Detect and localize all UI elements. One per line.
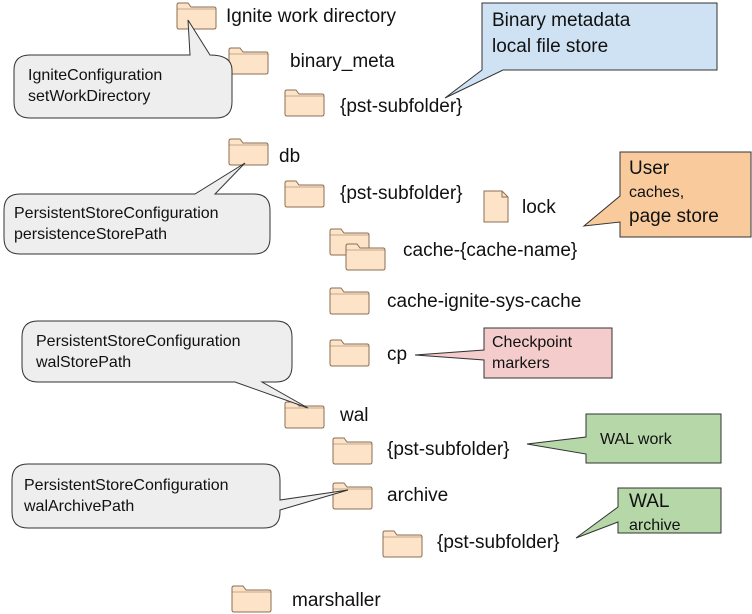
folder-label-db-pst: {pst-subfolder} [340, 183, 463, 204]
file-label-lock: lock [522, 197, 556, 218]
folder-label-cache-name: cache-{cache-name} [403, 240, 578, 261]
folder-label-wal-pst: {pst-subfolder} [387, 439, 510, 460]
folder-icon [284, 89, 325, 117]
callout-work-dir-text: IgniteConfiguration setWorkDirectory [28, 67, 163, 105]
callout-wal-archive [11, 463, 349, 529]
callout-checkpoint [414, 327, 613, 379]
callout-checkpoint-text: Checkpoint markers [492, 334, 573, 372]
callout-user-caches [582, 151, 752, 238]
folder-icon [332, 437, 373, 465]
callout-wal-work [526, 413, 722, 464]
folder-label-work-dir: Ignite work directory [226, 6, 397, 27]
folder-label-wal: wal [340, 405, 369, 426]
folder-icon [228, 138, 269, 166]
folder-label-archive-pst: {pst-subfolder} [437, 532, 560, 553]
callout-wal-work-text: WAL work [600, 431, 672, 448]
folder-label-binary-meta-pst: {pst-subfolder} [340, 96, 463, 117]
folder-icon [345, 243, 386, 271]
callout-wal-archive-store-text: WAL archive [629, 491, 681, 534]
folder-label-cache-sys: cache-ignite-sys-cache [387, 291, 582, 312]
callout-user-caches-text: User caches, page store [629, 158, 719, 227]
callout-wal-archive-text: PersistentStoreConfiguration walArchiveP… [24, 477, 229, 515]
folder-label-binary-meta: binary_meta [290, 51, 395, 72]
folder-icon [228, 47, 269, 75]
callout-binary-metadata [444, 2, 718, 99]
folder-icon [176, 2, 217, 30]
callout-wal-path [21, 320, 309, 409]
callout-persistence [3, 162, 271, 255]
folder-label-db: db [279, 146, 301, 167]
callout-work-dir [13, 19, 233, 119]
callout-wal-archive-store [575, 487, 722, 539]
folder-icon [329, 339, 370, 367]
folder-label-marshaller: marshaller [292, 590, 381, 611]
folder-icon [329, 287, 370, 315]
file-icon [483, 190, 509, 223]
folder-icon [332, 482, 373, 510]
folder-label-archive: archive [387, 485, 449, 506]
folder-icon [382, 530, 423, 558]
callout-persistence-text: PersistentStoreConfiguration persistence… [14, 205, 219, 243]
callout-wal-path-text: PersistentStoreConfiguration walStorePat… [36, 333, 241, 371]
folder-label-cp: cp [387, 344, 408, 365]
folder-icon [231, 585, 272, 613]
folder-icon [284, 180, 325, 208]
callout-binary-metadata-text: Binary metadata local file store [492, 10, 631, 57]
